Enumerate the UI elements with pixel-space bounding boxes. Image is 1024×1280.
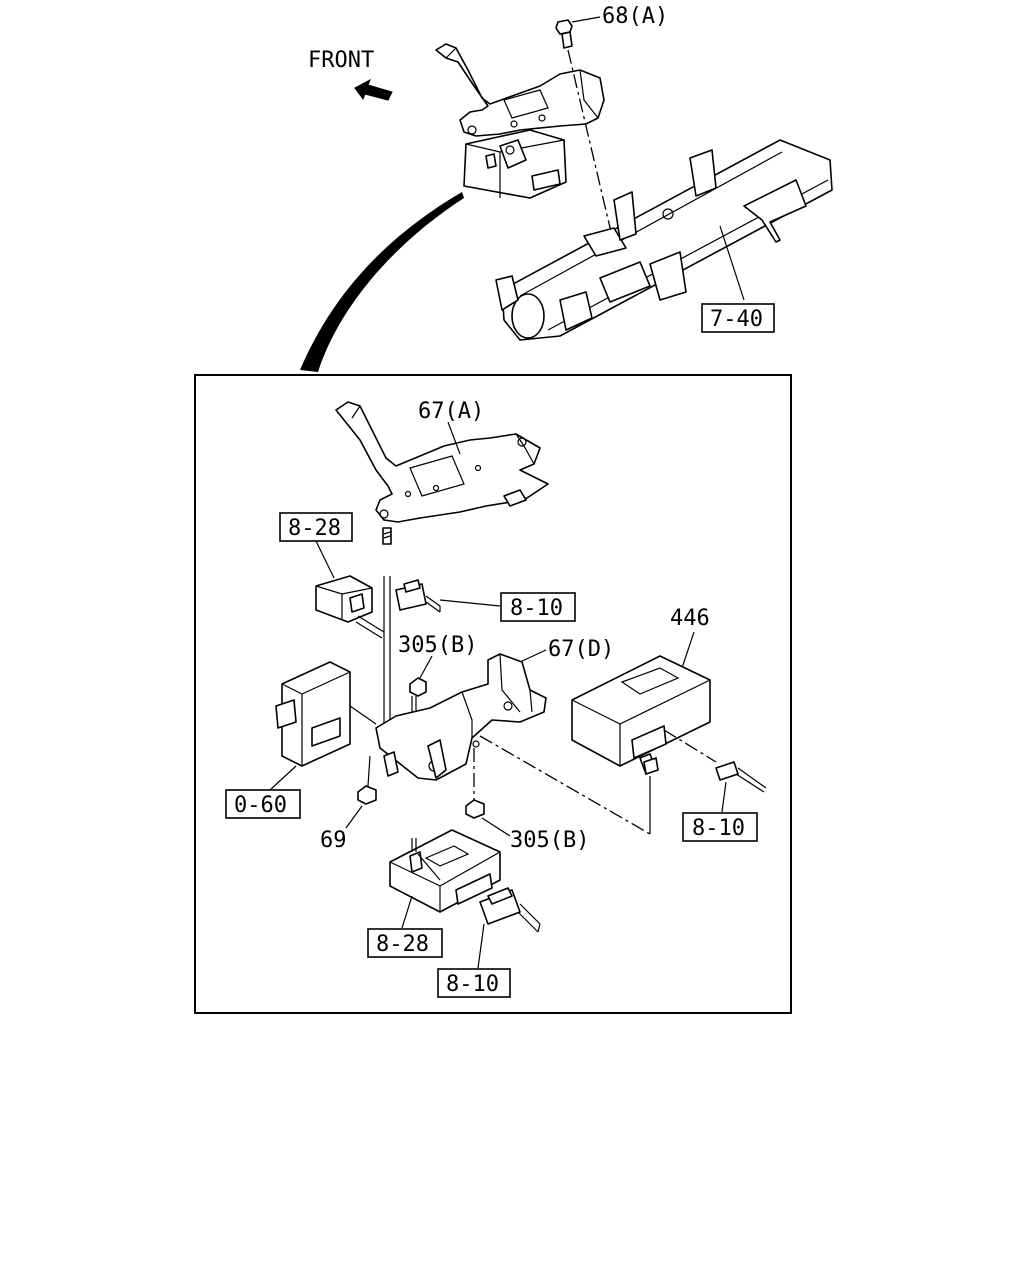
label-67d: 67(D)	[548, 637, 614, 662]
bracket-67a: 67(A)	[335, 399, 549, 523]
ref-810-right-box	[682, 812, 758, 842]
front-indicator: FRONT	[308, 48, 393, 101]
label-69: 69	[320, 828, 347, 853]
unit-828-bottom: 8-28	[367, 829, 501, 958]
ref-810-top: 8-10	[510, 596, 563, 621]
ref-828-top: 8-28	[288, 516, 341, 541]
connector-810-right: 8-10	[682, 761, 767, 842]
label-446: 446	[670, 606, 710, 631]
ref-810-bottom: 8-10	[446, 972, 499, 997]
detail-frame	[194, 374, 792, 1014]
bolt-68a: 68(A)	[555, 4, 668, 237]
ref-810-bottom-box	[437, 968, 511, 998]
ref-810-right: 8-10	[692, 816, 745, 841]
ref-740: 7-40	[710, 307, 763, 332]
ref-740-box	[701, 303, 775, 333]
nut-69: 69	[320, 755, 377, 853]
ref-828-bottom: 8-28	[376, 932, 429, 957]
connector-810-top: 8-10	[395, 579, 576, 622]
nut-305b-bottom: 305(B)	[465, 748, 589, 853]
ref-828-bottom-box	[367, 928, 443, 958]
cross-member-beam: 7-40	[495, 139, 833, 341]
top-bracket-assembly	[435, 43, 605, 199]
unit-060: 0-60	[225, 661, 377, 819]
label-305b-bottom: 305(B)	[510, 828, 589, 853]
front-arrow-icon	[354, 78, 393, 101]
bracket-67d: 67(D)	[375, 637, 614, 781]
front-label: FRONT	[308, 48, 374, 73]
label-68a: 68(A)	[602, 4, 668, 29]
connector-810-bottom: 8-10	[437, 887, 541, 998]
unit-446: 446	[479, 606, 717, 835]
label-67a: 67(A)	[418, 399, 484, 424]
screw-top	[382, 527, 392, 736]
ref-060-box	[225, 789, 301, 819]
ref-810-top-box	[500, 592, 576, 622]
ref-060: 0-60	[234, 793, 287, 818]
label-305b-top: 305(B)	[398, 633, 477, 658]
detail-pointer	[300, 192, 464, 372]
unit-828-top: 8-28	[279, 512, 385, 639]
